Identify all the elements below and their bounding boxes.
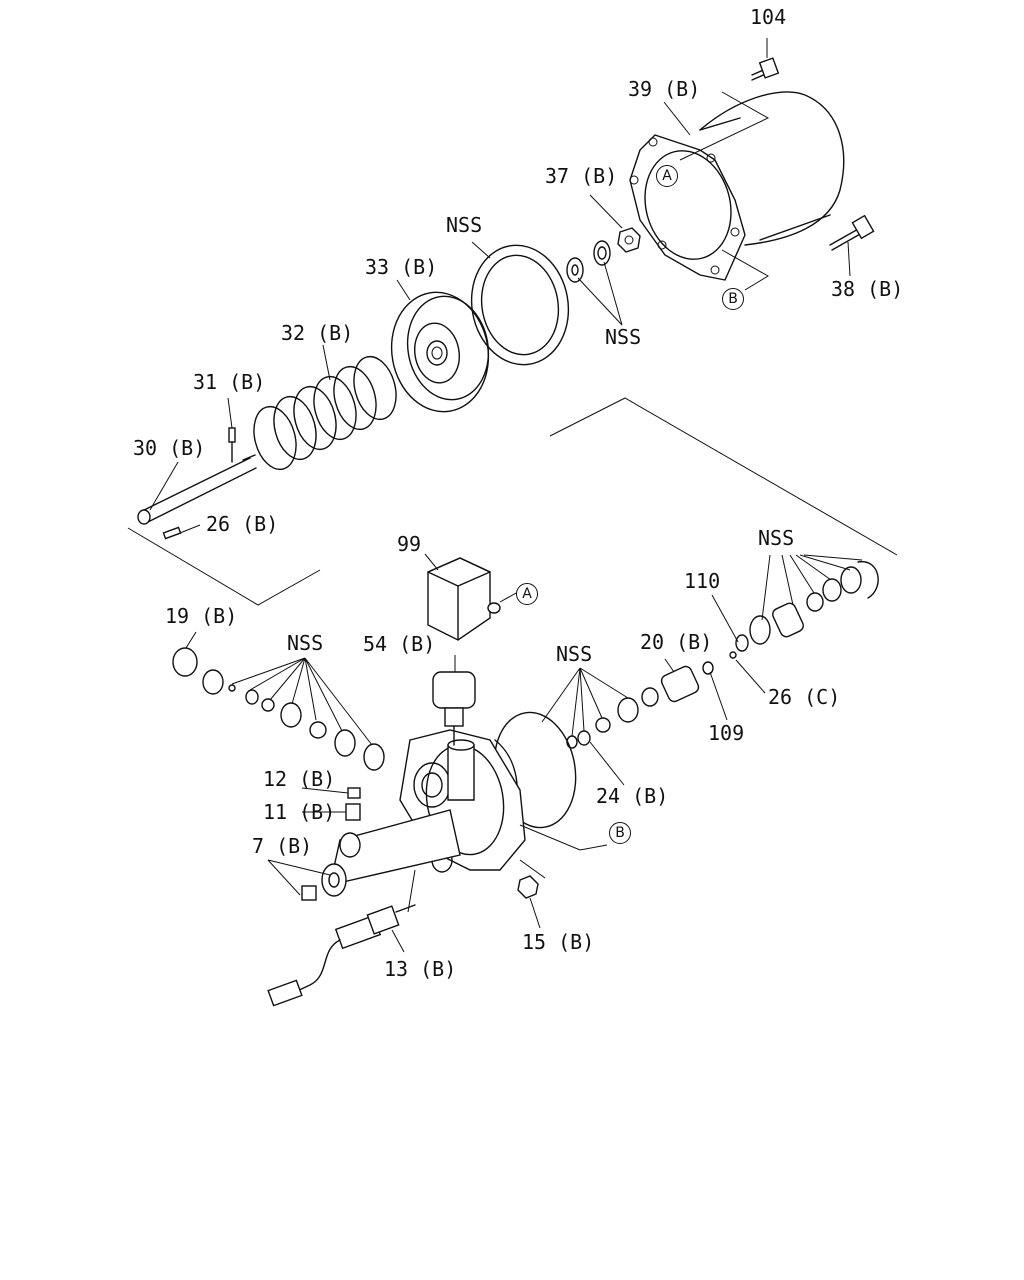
seal-ring-drawing (470, 244, 570, 366)
leader-lines (149, 38, 863, 953)
label-31: 31 (B) (193, 370, 266, 394)
ref-a-housing: A (656, 165, 678, 187)
align-line-b (127, 527, 321, 606)
ref-b-body: B (609, 822, 631, 844)
label-nss-seal: NSS (446, 213, 483, 237)
washers-drawing (566, 240, 611, 283)
label-104: 104 (750, 5, 787, 29)
cover-99-drawing (427, 557, 501, 641)
label-32: 32 (B) (281, 321, 354, 345)
label-54: 54 (B) (363, 632, 436, 656)
ref-a-cover: A (516, 583, 538, 605)
label-15: 15 (B) (522, 930, 595, 954)
label-12: 12 (B) (263, 767, 336, 791)
pin-31-drawing (228, 427, 236, 463)
label-37: 37 (B) (545, 164, 618, 188)
label-110: 110 (684, 569, 721, 593)
label-13: 13 (B) (384, 957, 457, 981)
label-nss-right: NSS (758, 526, 795, 550)
label-26c: 26 (C) (768, 685, 841, 709)
label-38: 38 (B) (831, 277, 904, 301)
label-20: 20 (B) (640, 630, 713, 654)
label-33: 33 (B) (365, 255, 438, 279)
housing-a-leader (679, 91, 770, 161)
bolt-7-drawing (301, 885, 317, 901)
ref-b-housing: B (722, 288, 744, 310)
label-11: 11 (B) (263, 800, 336, 824)
label-19: 19 (B) (165, 604, 238, 628)
housing-b-leader (721, 249, 769, 291)
label-30: 30 (B) (133, 436, 206, 460)
bolt-38-drawing (829, 214, 875, 251)
label-109: 109 (708, 721, 745, 745)
valve-body-drawing (321, 711, 577, 897)
pin-26b-drawing (162, 526, 182, 540)
bolt-12-drawing (347, 787, 361, 799)
nut-15-drawing (517, 875, 539, 899)
rod-30-drawing (137, 454, 257, 525)
left-small-parts (172, 647, 385, 771)
label-7: 7 (B) (252, 834, 313, 858)
bolt-104-drawing (751, 57, 780, 81)
piston-33-drawing (390, 291, 490, 413)
label-nss-left: NSS (287, 631, 324, 655)
label-99: 99 (397, 532, 422, 556)
label-24: 24 (B) (596, 784, 669, 808)
label-26b: 26 (B) (206, 512, 279, 536)
label-39: 39 (B) (628, 77, 701, 101)
spring-32-drawing (253, 355, 397, 471)
label-nss-mid: NSS (556, 642, 593, 666)
align-line-a (549, 397, 898, 556)
nut-37-drawing (617, 227, 641, 253)
fitting-11-drawing (345, 803, 361, 821)
sensor-13-drawing (267, 904, 416, 1007)
label-nss-washers: NSS (605, 325, 642, 349)
switch-54-drawing (432, 671, 476, 746)
